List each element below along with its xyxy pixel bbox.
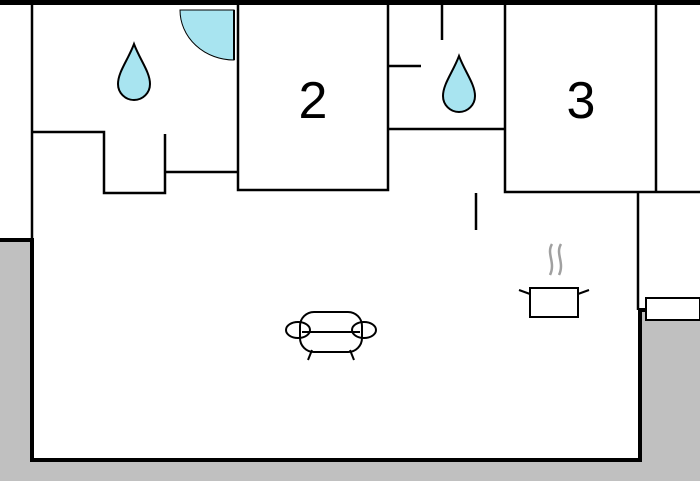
- exterior-bottom: [0, 460, 700, 481]
- sofa-icon: [285, 311, 377, 361]
- room-2-label: 2: [299, 72, 328, 130]
- cooking-pot-icon: [518, 243, 590, 318]
- interior-walls: [30, 5, 700, 310]
- water-drop-icon: [116, 41, 152, 101]
- top-edge: [0, 0, 700, 5]
- exterior-right: [640, 310, 700, 481]
- room-3-label: 3: [567, 72, 596, 130]
- exterior-left: [0, 240, 32, 481]
- door-swing-icon: [179, 9, 235, 61]
- water-drop-icon: [441, 53, 477, 113]
- exterior-area: [0, 240, 700, 481]
- window: [645, 297, 700, 321]
